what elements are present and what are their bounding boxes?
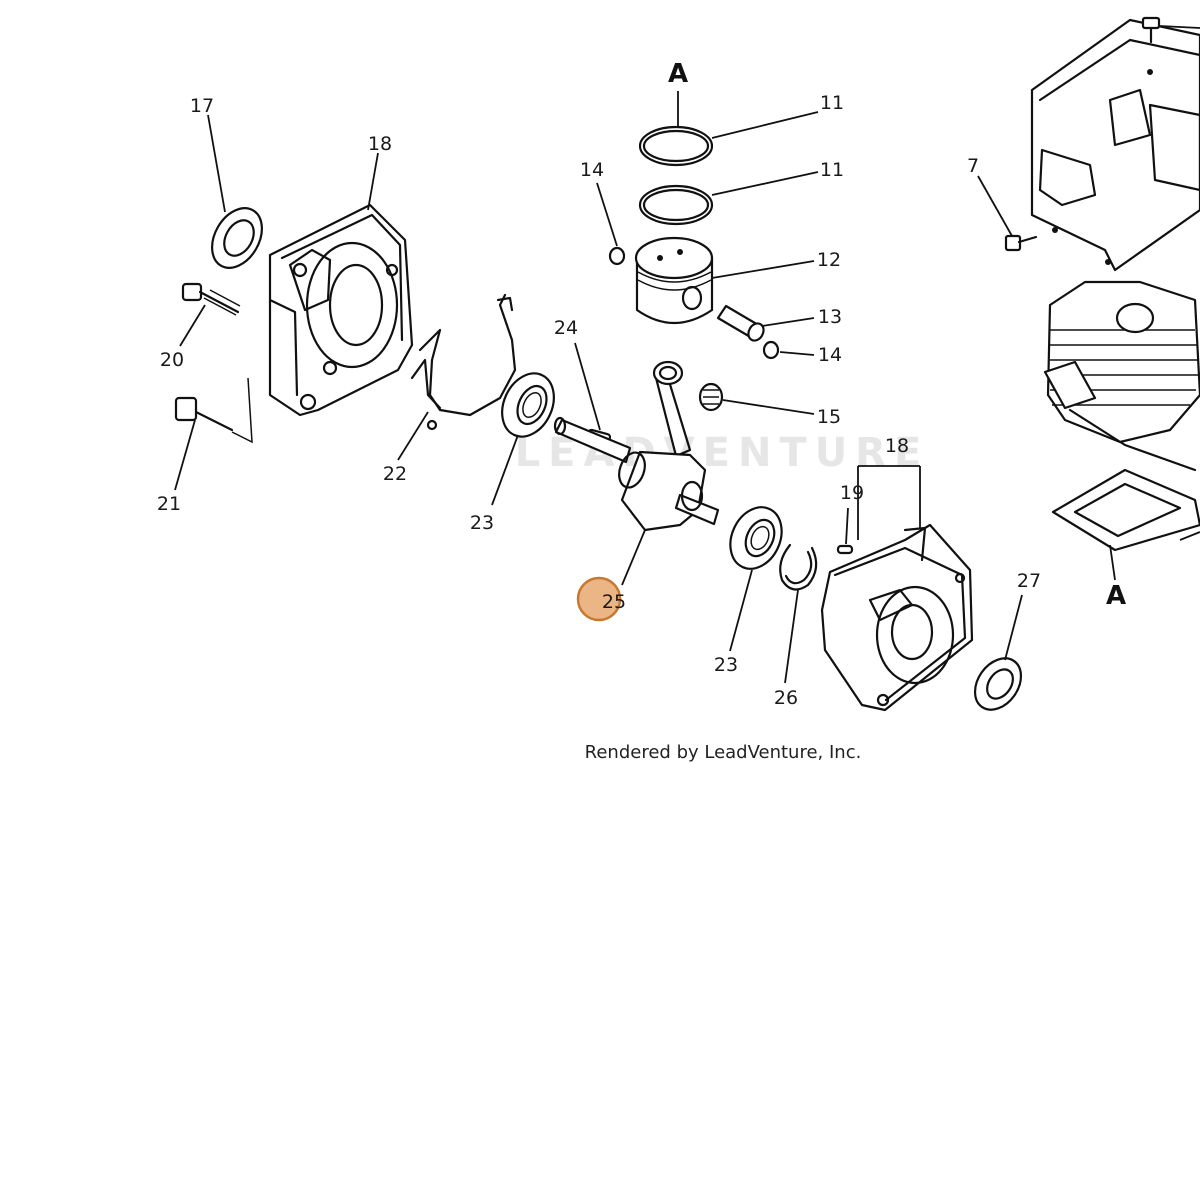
callout-11-lower[interactable]: 11 <box>820 159 844 181</box>
gasket-22-part[interactable] <box>410 293 517 431</box>
callout-18-right[interactable]: 18 <box>885 435 909 457</box>
credit-line: Rendered by LeadVenture, Inc. <box>585 742 862 763</box>
callout-21[interactable]: 21 <box>157 493 181 515</box>
screw-21-part[interactable] <box>174 377 253 444</box>
callout-11-upper[interactable]: 11 <box>820 92 844 114</box>
callout-23-left[interactable]: 23 <box>470 512 494 534</box>
callout-14-upper[interactable]: 14 <box>580 159 604 181</box>
callout-25[interactable]: 25 <box>602 591 626 613</box>
leader-lines <box>174 25 1200 684</box>
crankcase-left-part[interactable] <box>268 203 414 417</box>
circlip-14-lower-part[interactable] <box>762 340 780 360</box>
cover-bolt-top-part[interactable] <box>1141 16 1161 44</box>
cylinder-part[interactable] <box>1043 280 1200 472</box>
needle-bearing-part[interactable] <box>698 382 724 412</box>
circlip-14-upper-part[interactable] <box>608 246 626 266</box>
callout-23-right[interactable]: 23 <box>714 654 738 676</box>
oil-seal-left-part[interactable] <box>202 199 272 276</box>
callout-27[interactable]: 27 <box>1017 570 1041 592</box>
crankshaft-part[interactable] <box>553 360 720 532</box>
bolt-7-part[interactable] <box>1004 234 1038 252</box>
snap-ring-26-part[interactable] <box>779 543 818 591</box>
callout-A-top[interactable]: A <box>668 59 688 89</box>
highlight-marker[interactable] <box>576 576 622 622</box>
callout-19[interactable]: 19 <box>840 482 864 504</box>
dowel-pin-19-part[interactable] <box>836 544 854 555</box>
callout-24[interactable]: 24 <box>554 317 578 339</box>
cylinder-cover-part[interactable] <box>1030 18 1200 272</box>
callout-12[interactable]: 12 <box>817 249 841 271</box>
callout-13[interactable]: 13 <box>818 306 842 328</box>
oil-seal-right-part[interactable] <box>966 650 1031 719</box>
callout-15[interactable]: 15 <box>817 406 841 428</box>
callout-17[interactable]: 17 <box>190 95 214 117</box>
callout-22[interactable]: 22 <box>383 463 407 485</box>
piston-part[interactable] <box>634 236 714 325</box>
piston-ring-upper-part[interactable] <box>638 125 714 167</box>
callout-20[interactable]: 20 <box>160 349 184 371</box>
bearing-left-part[interactable] <box>492 365 563 445</box>
callout-26[interactable]: 26 <box>774 687 798 709</box>
cylinder-gasket-part[interactable] <box>1051 468 1200 552</box>
bearing-right-part[interactable] <box>721 499 792 577</box>
callout-18-left[interactable]: 18 <box>368 133 392 155</box>
piston-ring-lower-part[interactable] <box>638 184 714 226</box>
callout-7[interactable]: 7 <box>967 155 979 177</box>
piston-pin-part[interactable] <box>716 304 767 343</box>
callout-14-lower[interactable]: 14 <box>818 344 842 366</box>
crankcase-right-part[interactable] <box>820 523 974 712</box>
screw-20-part[interactable] <box>181 282 241 316</box>
callout-A-bottom[interactable]: A <box>1106 581 1126 611</box>
